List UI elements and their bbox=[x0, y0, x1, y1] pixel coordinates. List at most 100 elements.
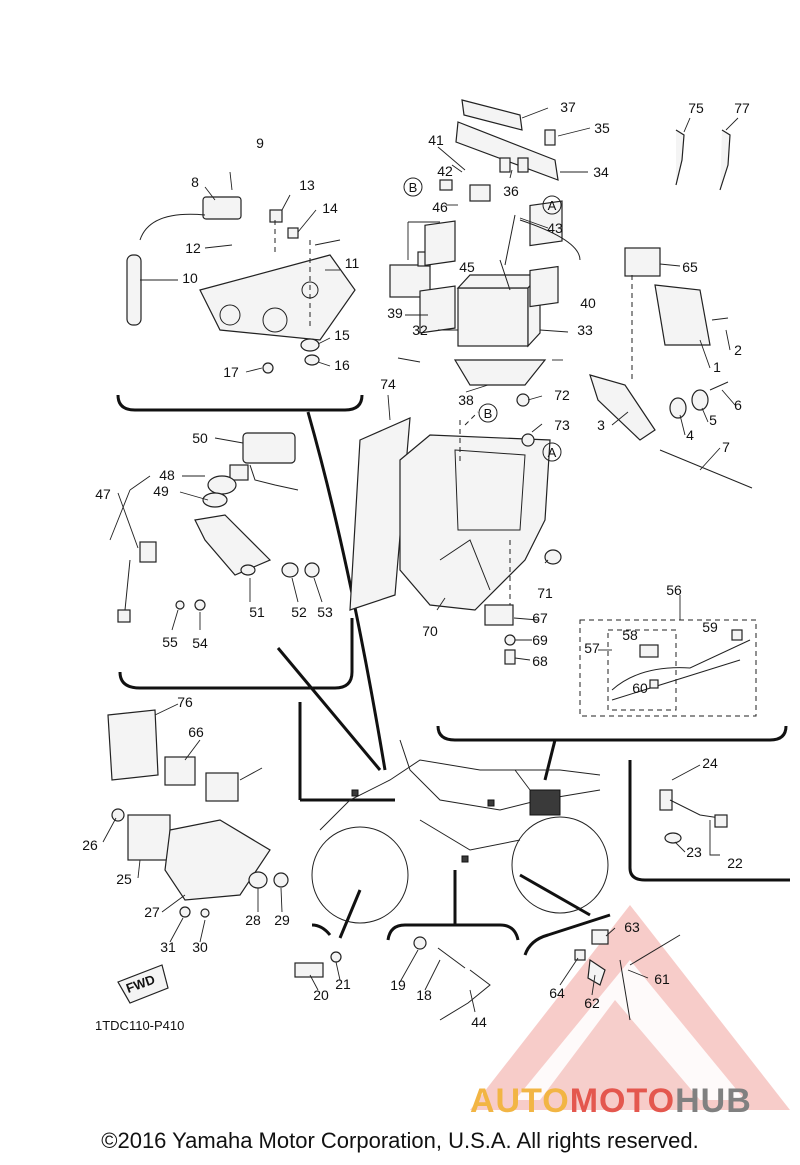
callout-41: 41 bbox=[428, 132, 444, 148]
callout-20: 20 bbox=[313, 987, 329, 1003]
battery-group bbox=[389, 99, 591, 393]
callout-43: 43 bbox=[547, 220, 563, 236]
callout-53: 53 bbox=[317, 604, 333, 620]
battery-box bbox=[399, 434, 551, 611]
callout-50: 50 bbox=[192, 430, 208, 446]
callout-28: 28 bbox=[245, 912, 261, 928]
callout-4: 4 bbox=[686, 427, 694, 443]
callout-36: 36 bbox=[503, 183, 519, 199]
switch-group bbox=[109, 432, 323, 631]
callout-18: 18 bbox=[416, 987, 432, 1003]
callout-14: 14 bbox=[322, 200, 338, 216]
handlebar-bracket bbox=[194, 514, 272, 576]
callout-67: 67 bbox=[532, 610, 548, 626]
relay bbox=[624, 247, 661, 277]
callout-75: 75 bbox=[688, 100, 704, 116]
callout-13: 13 bbox=[299, 177, 315, 193]
callout-33: 33 bbox=[577, 322, 593, 338]
callout-34: 34 bbox=[593, 164, 609, 180]
callout-10: 10 bbox=[182, 270, 198, 286]
callout-56: 56 bbox=[666, 582, 682, 598]
ignition-coil bbox=[202, 196, 242, 220]
callout-24: 24 bbox=[702, 755, 718, 771]
rectifier-regulator bbox=[127, 814, 171, 861]
callout-37: 37 bbox=[560, 99, 576, 115]
callout-60: 60 bbox=[632, 680, 648, 696]
ref-marker-a-1: A bbox=[548, 198, 557, 213]
callout-9: 9 bbox=[256, 135, 264, 151]
battery bbox=[457, 287, 529, 347]
callout-30: 30 bbox=[192, 939, 208, 955]
rectifier-group bbox=[102, 703, 289, 1004]
spark-plug-cap bbox=[126, 254, 142, 326]
callout-57: 57 bbox=[584, 640, 600, 656]
callout-54: 54 bbox=[192, 635, 208, 651]
callout-77: 77 bbox=[734, 100, 750, 116]
ref-markers: B A B A bbox=[403, 177, 562, 462]
cdi-location-marker bbox=[529, 789, 561, 816]
callout-45: 45 bbox=[459, 259, 475, 275]
callout-2: 2 bbox=[734, 342, 742, 358]
callout-66: 66 bbox=[188, 724, 204, 740]
callout-51: 51 bbox=[249, 604, 265, 620]
diagram-code: 1TDC110-P410 bbox=[95, 1018, 184, 1033]
callout-23: 23 bbox=[686, 844, 702, 860]
callout-15: 15 bbox=[334, 327, 350, 343]
callout-26: 26 bbox=[82, 837, 98, 853]
callout-76: 76 bbox=[177, 694, 193, 710]
callout-numbers: 1234567891011121314151617181920212223242… bbox=[82, 99, 750, 1030]
callout-49: 49 bbox=[153, 483, 169, 499]
callout-61: 61 bbox=[654, 971, 670, 987]
callout-17: 17 bbox=[223, 364, 239, 380]
ref-marker-b-2: B bbox=[484, 406, 493, 421]
callout-8: 8 bbox=[191, 174, 199, 190]
callout-32: 32 bbox=[412, 322, 428, 338]
callout-22: 22 bbox=[727, 855, 743, 871]
callout-64: 64 bbox=[549, 985, 565, 1001]
callout-55: 55 bbox=[162, 634, 178, 650]
section-borders bbox=[116, 394, 790, 956]
callout-70: 70 bbox=[422, 623, 438, 639]
callout-71: 71 bbox=[537, 585, 553, 601]
atv-outline bbox=[311, 739, 609, 924]
copyright-text: ©2016 Yamaha Motor Corporation, U.S.A. A… bbox=[101, 1128, 699, 1153]
callout-31: 31 bbox=[160, 939, 176, 955]
callout-65: 65 bbox=[682, 259, 698, 275]
callout-35: 35 bbox=[594, 120, 610, 136]
callout-58: 58 bbox=[622, 627, 638, 643]
fwd-arrow bbox=[117, 964, 169, 1004]
ref-marker-b-1: B bbox=[409, 180, 418, 195]
battery-box-group bbox=[349, 393, 562, 665]
sensor-group bbox=[659, 764, 728, 856]
callout-11: 11 bbox=[345, 255, 360, 271]
harness-box bbox=[579, 595, 757, 717]
callout-72: 72 bbox=[554, 387, 570, 403]
coil-bracket-group bbox=[126, 171, 356, 374]
ref-marker-a-2: A bbox=[548, 445, 557, 460]
callout-47: 47 bbox=[95, 486, 111, 502]
callout-62: 62 bbox=[584, 995, 600, 1011]
callout-40: 40 bbox=[580, 295, 596, 311]
bottom-sensors bbox=[294, 927, 681, 1021]
callout-38: 38 bbox=[458, 392, 474, 408]
callout-59: 59 bbox=[702, 619, 718, 635]
callout-25: 25 bbox=[116, 871, 132, 887]
callout-5: 5 bbox=[709, 412, 717, 428]
watermark-logo bbox=[470, 905, 790, 1110]
callout-3: 3 bbox=[597, 417, 605, 433]
callout-73: 73 bbox=[554, 417, 570, 433]
callout-52: 52 bbox=[291, 604, 307, 620]
callout-46: 46 bbox=[432, 199, 448, 215]
callout-39: 39 bbox=[387, 305, 403, 321]
callout-1: 1 bbox=[713, 359, 721, 375]
callout-48: 48 bbox=[159, 467, 175, 483]
watermark-moto: MOTO bbox=[569, 1082, 676, 1120]
relay-cdi-group bbox=[589, 117, 753, 489]
callout-63: 63 bbox=[624, 919, 640, 935]
callout-12: 12 bbox=[185, 240, 201, 256]
callout-42: 42 bbox=[437, 163, 453, 179]
callout-74: 74 bbox=[380, 376, 396, 392]
switch-panel bbox=[242, 432, 296, 464]
callout-29: 29 bbox=[274, 912, 290, 928]
